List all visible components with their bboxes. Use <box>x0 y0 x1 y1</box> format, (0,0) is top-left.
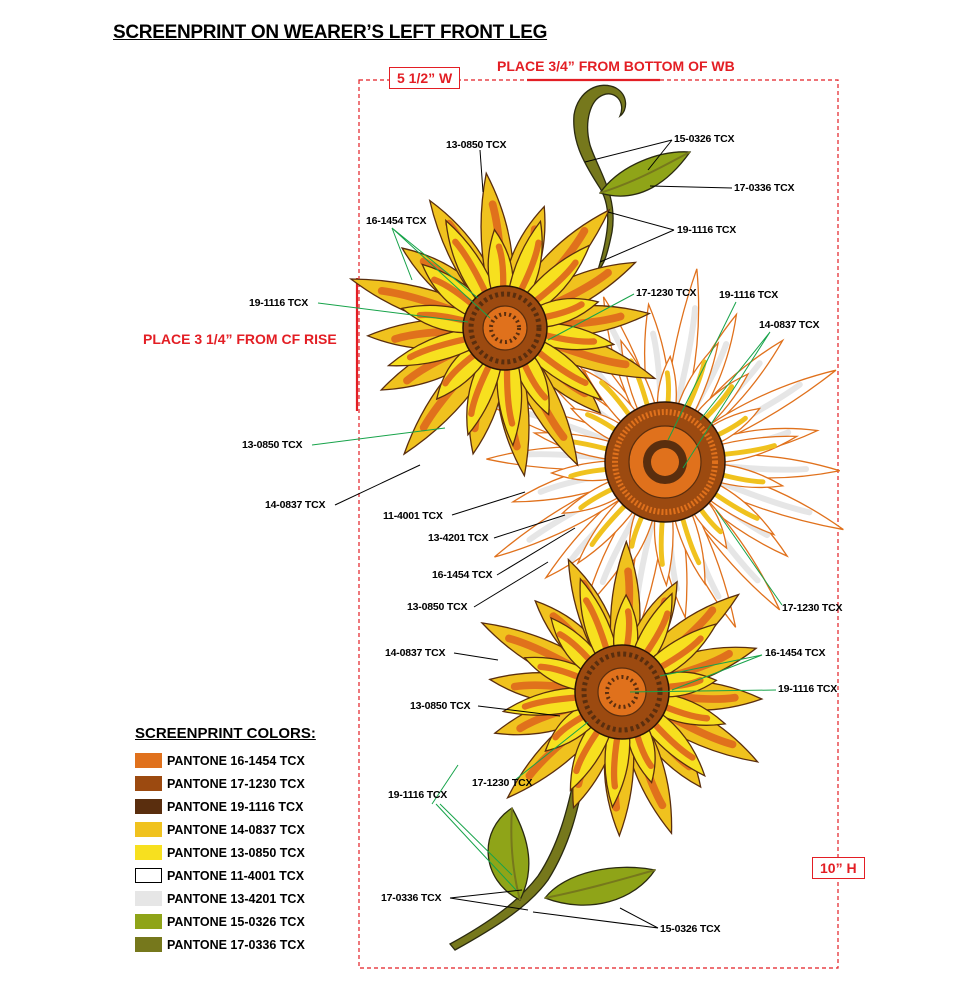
callout-15-0326-b: 15-0326 TCX <box>660 923 721 935</box>
callout-14-0837-b: 14-0837 TCX <box>265 499 326 511</box>
leader-c14 <box>496 527 576 576</box>
legend-label: PANTONE 16-1454 TCX <box>167 753 305 768</box>
bottom-leaf-right <box>543 866 657 906</box>
bottom-leaf-left <box>487 807 530 901</box>
leader-c02 <box>584 139 673 171</box>
leader-c19 <box>477 705 561 717</box>
leader-c05 <box>599 211 675 263</box>
callout-16-1454-c: 16-1454 TCX <box>765 647 826 659</box>
leader-c22 <box>431 764 517 891</box>
legend-item: PANTONE 19-1116 TCX <box>135 795 305 818</box>
color-swatch <box>135 753 162 768</box>
leader-c21 <box>514 721 589 781</box>
legend-label: PANTONE 14-0837 TCX <box>167 822 305 837</box>
leader-c17 <box>453 652 499 661</box>
callout-17-1230-a: 17-1230 TCX <box>636 287 697 299</box>
callout-19-1116-c: 19-1116 TCX <box>719 289 779 301</box>
top-leaf <box>598 151 692 197</box>
legend-label: PANTONE 13-4201 TCX <box>167 891 305 906</box>
callout-13-0850-c: 13-0850 TCX <box>407 601 468 613</box>
top-stem <box>573 84 627 272</box>
callout-15-0326-a: 15-0326 TCX <box>674 133 735 145</box>
callout-19-1116-b: 19-1116 TCX <box>249 297 309 309</box>
callout-17-1230-b: 17-1230 TCX <box>782 602 843 614</box>
leader-c20 <box>629 689 777 693</box>
leader-c16 <box>715 509 783 606</box>
color-swatch <box>135 937 162 952</box>
legend-label: PANTONE 19-1116 TCX <box>167 799 304 814</box>
legend-item: PANTONE 11-4001 TCX <box>135 864 305 887</box>
callout-13-0850-b: 13-0850 TCX <box>242 439 303 451</box>
leader-c13 <box>493 514 566 539</box>
side-placement-note: PLACE 3 1/4” FROM CF RISE <box>143 331 337 347</box>
color-swatch <box>135 799 162 814</box>
color-swatch <box>135 891 162 906</box>
legend-item: PANTONE 16-1454 TCX <box>135 749 305 772</box>
legend-label: PANTONE 15-0326 TCX <box>167 914 305 929</box>
callout-19-1116-a: 19-1116 TCX <box>677 224 737 236</box>
leader-c12 <box>451 491 526 516</box>
color-swatch <box>135 822 162 837</box>
color-swatch <box>135 845 162 860</box>
callout-13-0850-d: 13-0850 TCX <box>410 700 471 712</box>
callout-14-0837-a: 14-0837 TCX <box>759 319 820 331</box>
legend-item: PANTONE 15-0326 TCX <box>135 910 305 933</box>
callout-19-1116-d: 19-1116 TCX <box>778 683 838 695</box>
legend-item: PANTONE 17-1230 TCX <box>135 772 305 795</box>
callout-17-0336-b: 17-0336 TCX <box>381 892 442 904</box>
top-sunflower-center <box>462 285 548 371</box>
callout-16-1454-a: 16-1454 TCX <box>366 215 427 227</box>
color-swatch <box>135 776 162 791</box>
leader-c09 <box>682 331 771 469</box>
daisy-center <box>604 401 726 523</box>
top-placement-note: PLACE 3/4” FROM BOTTOM OF WB <box>497 58 735 74</box>
leader-c10 <box>311 427 446 446</box>
legend-label: PANTONE 11-4001 TCX <box>167 868 305 883</box>
callout-17-0336-a: 17-0336 TCX <box>734 182 795 194</box>
callout-11-4001: 11-4001 TCX <box>383 510 443 522</box>
legend-label: PANTONE 17-0336 TCX <box>167 937 305 952</box>
legend-label: PANTONE 17-1230 TCX <box>167 776 305 791</box>
legend-title: SCREENPRINT COLORS: <box>135 725 316 742</box>
legend-item: PANTONE 17-0336 TCX <box>135 933 305 956</box>
leader-c07 <box>317 302 469 323</box>
color-swatch <box>135 914 162 929</box>
leader-c15 <box>473 561 549 608</box>
legend-item: PANTONE 13-0850 TCX <box>135 841 305 864</box>
callout-17-1230-c: 17-1230 TCX <box>472 777 533 789</box>
leader-c08 <box>667 301 737 441</box>
leader-c11 <box>334 464 421 506</box>
height-dimension-label: 10” H <box>812 857 865 879</box>
leader-c06 <box>547 293 635 341</box>
leader-c04 <box>391 227 491 319</box>
page-title: SCREENPRINT ON WEARER’S LEFT FRONT LEG <box>113 22 548 43</box>
legend-item: PANTONE 14-0837 TCX <box>135 818 305 841</box>
leader-c24 <box>532 907 659 929</box>
leader-c03 <box>649 185 733 189</box>
callout-14-0837-c: 14-0837 TCX <box>385 647 446 659</box>
leader-c18 <box>659 654 763 691</box>
color-legend: PANTONE 16-1454 TCX PANTONE 17-1230 TCX … <box>135 749 305 956</box>
legend-item: PANTONE 13-4201 TCX <box>135 887 305 910</box>
callout-16-1454-b: 16-1454 TCX <box>432 569 493 581</box>
legend-label: PANTONE 13-0850 TCX <box>167 845 305 860</box>
callout-13-4201: 13-4201 TCX <box>428 532 489 544</box>
leader-c01 <box>479 149 484 193</box>
width-dimension-label: 5 1/2” W <box>389 67 461 89</box>
callout-13-0850-a: 13-0850 TCX <box>446 139 507 151</box>
leader-c23 <box>449 889 529 911</box>
bottom-sunflower <box>480 539 764 838</box>
color-swatch <box>135 868 162 883</box>
leader-lines <box>311 139 783 929</box>
callout-19-1116-e: 19-1116 TCX <box>388 789 448 801</box>
